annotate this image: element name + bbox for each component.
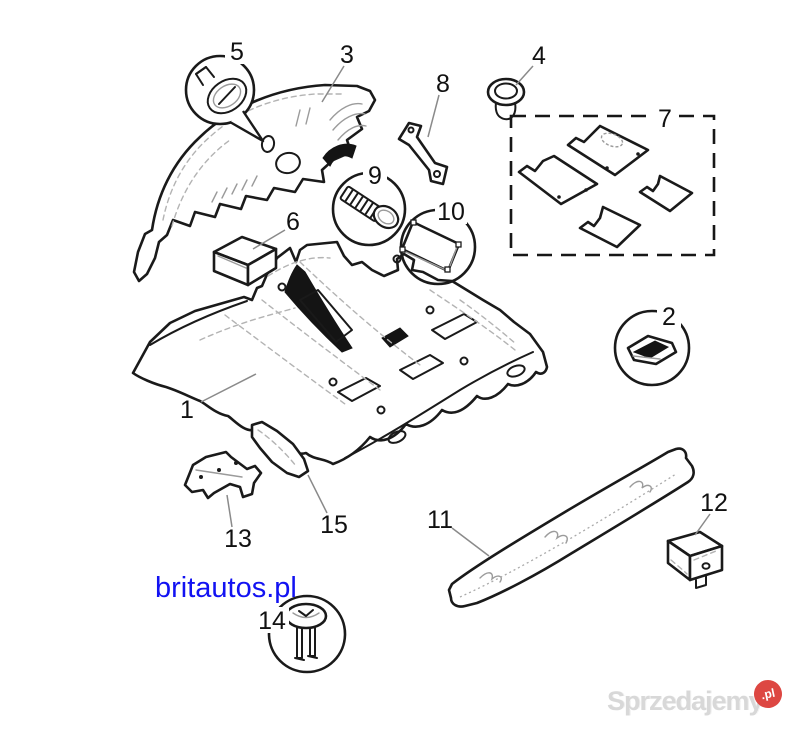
part-8-side-bracket-drawing bbox=[397, 121, 449, 186]
callout-14-label: 14 bbox=[258, 607, 286, 635]
part-15-side-flap-drawing bbox=[250, 420, 310, 479]
panel-hatching bbox=[211, 102, 367, 203]
callout-4-label: 4 bbox=[532, 42, 546, 70]
callout-9-label: 9 bbox=[368, 162, 382, 190]
callout-15-label: 15 bbox=[320, 511, 348, 539]
callout-8-label: 8 bbox=[436, 70, 450, 98]
part-4-grommet-drawing bbox=[486, 77, 526, 121]
marketplace-watermark: Sprzedajemy .pl bbox=[607, 677, 797, 730]
callout-3-label: 3 bbox=[340, 41, 354, 69]
callout-11-label: 11 bbox=[427, 506, 453, 534]
seller-watermark: britautos.pl bbox=[155, 572, 297, 604]
part-5-push-pin-callout bbox=[184, 54, 265, 143]
part-12-rear-bracket-drawing bbox=[666, 530, 724, 589]
part-2-trim-clip-callout bbox=[613, 309, 691, 387]
callout-5-label: 5 bbox=[230, 38, 244, 66]
callout-labels: 1 2 3 4 5 6 7 8 9 10 11 12 13 14 15 bbox=[180, 38, 728, 635]
marketplace-wordmark: Sprzedajemy bbox=[607, 686, 764, 716]
part-11-sill-board-drawing bbox=[447, 447, 695, 608]
mat-set-dashed-box bbox=[509, 114, 716, 257]
callout-1-label: 1 bbox=[180, 396, 194, 424]
callout-7-label: 7 bbox=[658, 105, 672, 133]
leader-lines bbox=[200, 65, 711, 557]
callout-13-label: 13 bbox=[224, 525, 252, 553]
part-1-floor-carpet-drawing bbox=[131, 240, 549, 466]
callout-10-label: 10 bbox=[437, 198, 465, 226]
callout-12-label: 12 bbox=[700, 489, 728, 517]
part-13-footrest-bracket-drawing bbox=[183, 450, 263, 500]
part-10-mounting-plate-callout bbox=[399, 208, 477, 286]
part-7-mat-set-drawing bbox=[509, 114, 716, 257]
callout-2-label: 2 bbox=[662, 303, 676, 331]
part-3-bulkhead-insulation-drawing bbox=[132, 83, 377, 283]
callout-6-label: 6 bbox=[286, 208, 300, 236]
